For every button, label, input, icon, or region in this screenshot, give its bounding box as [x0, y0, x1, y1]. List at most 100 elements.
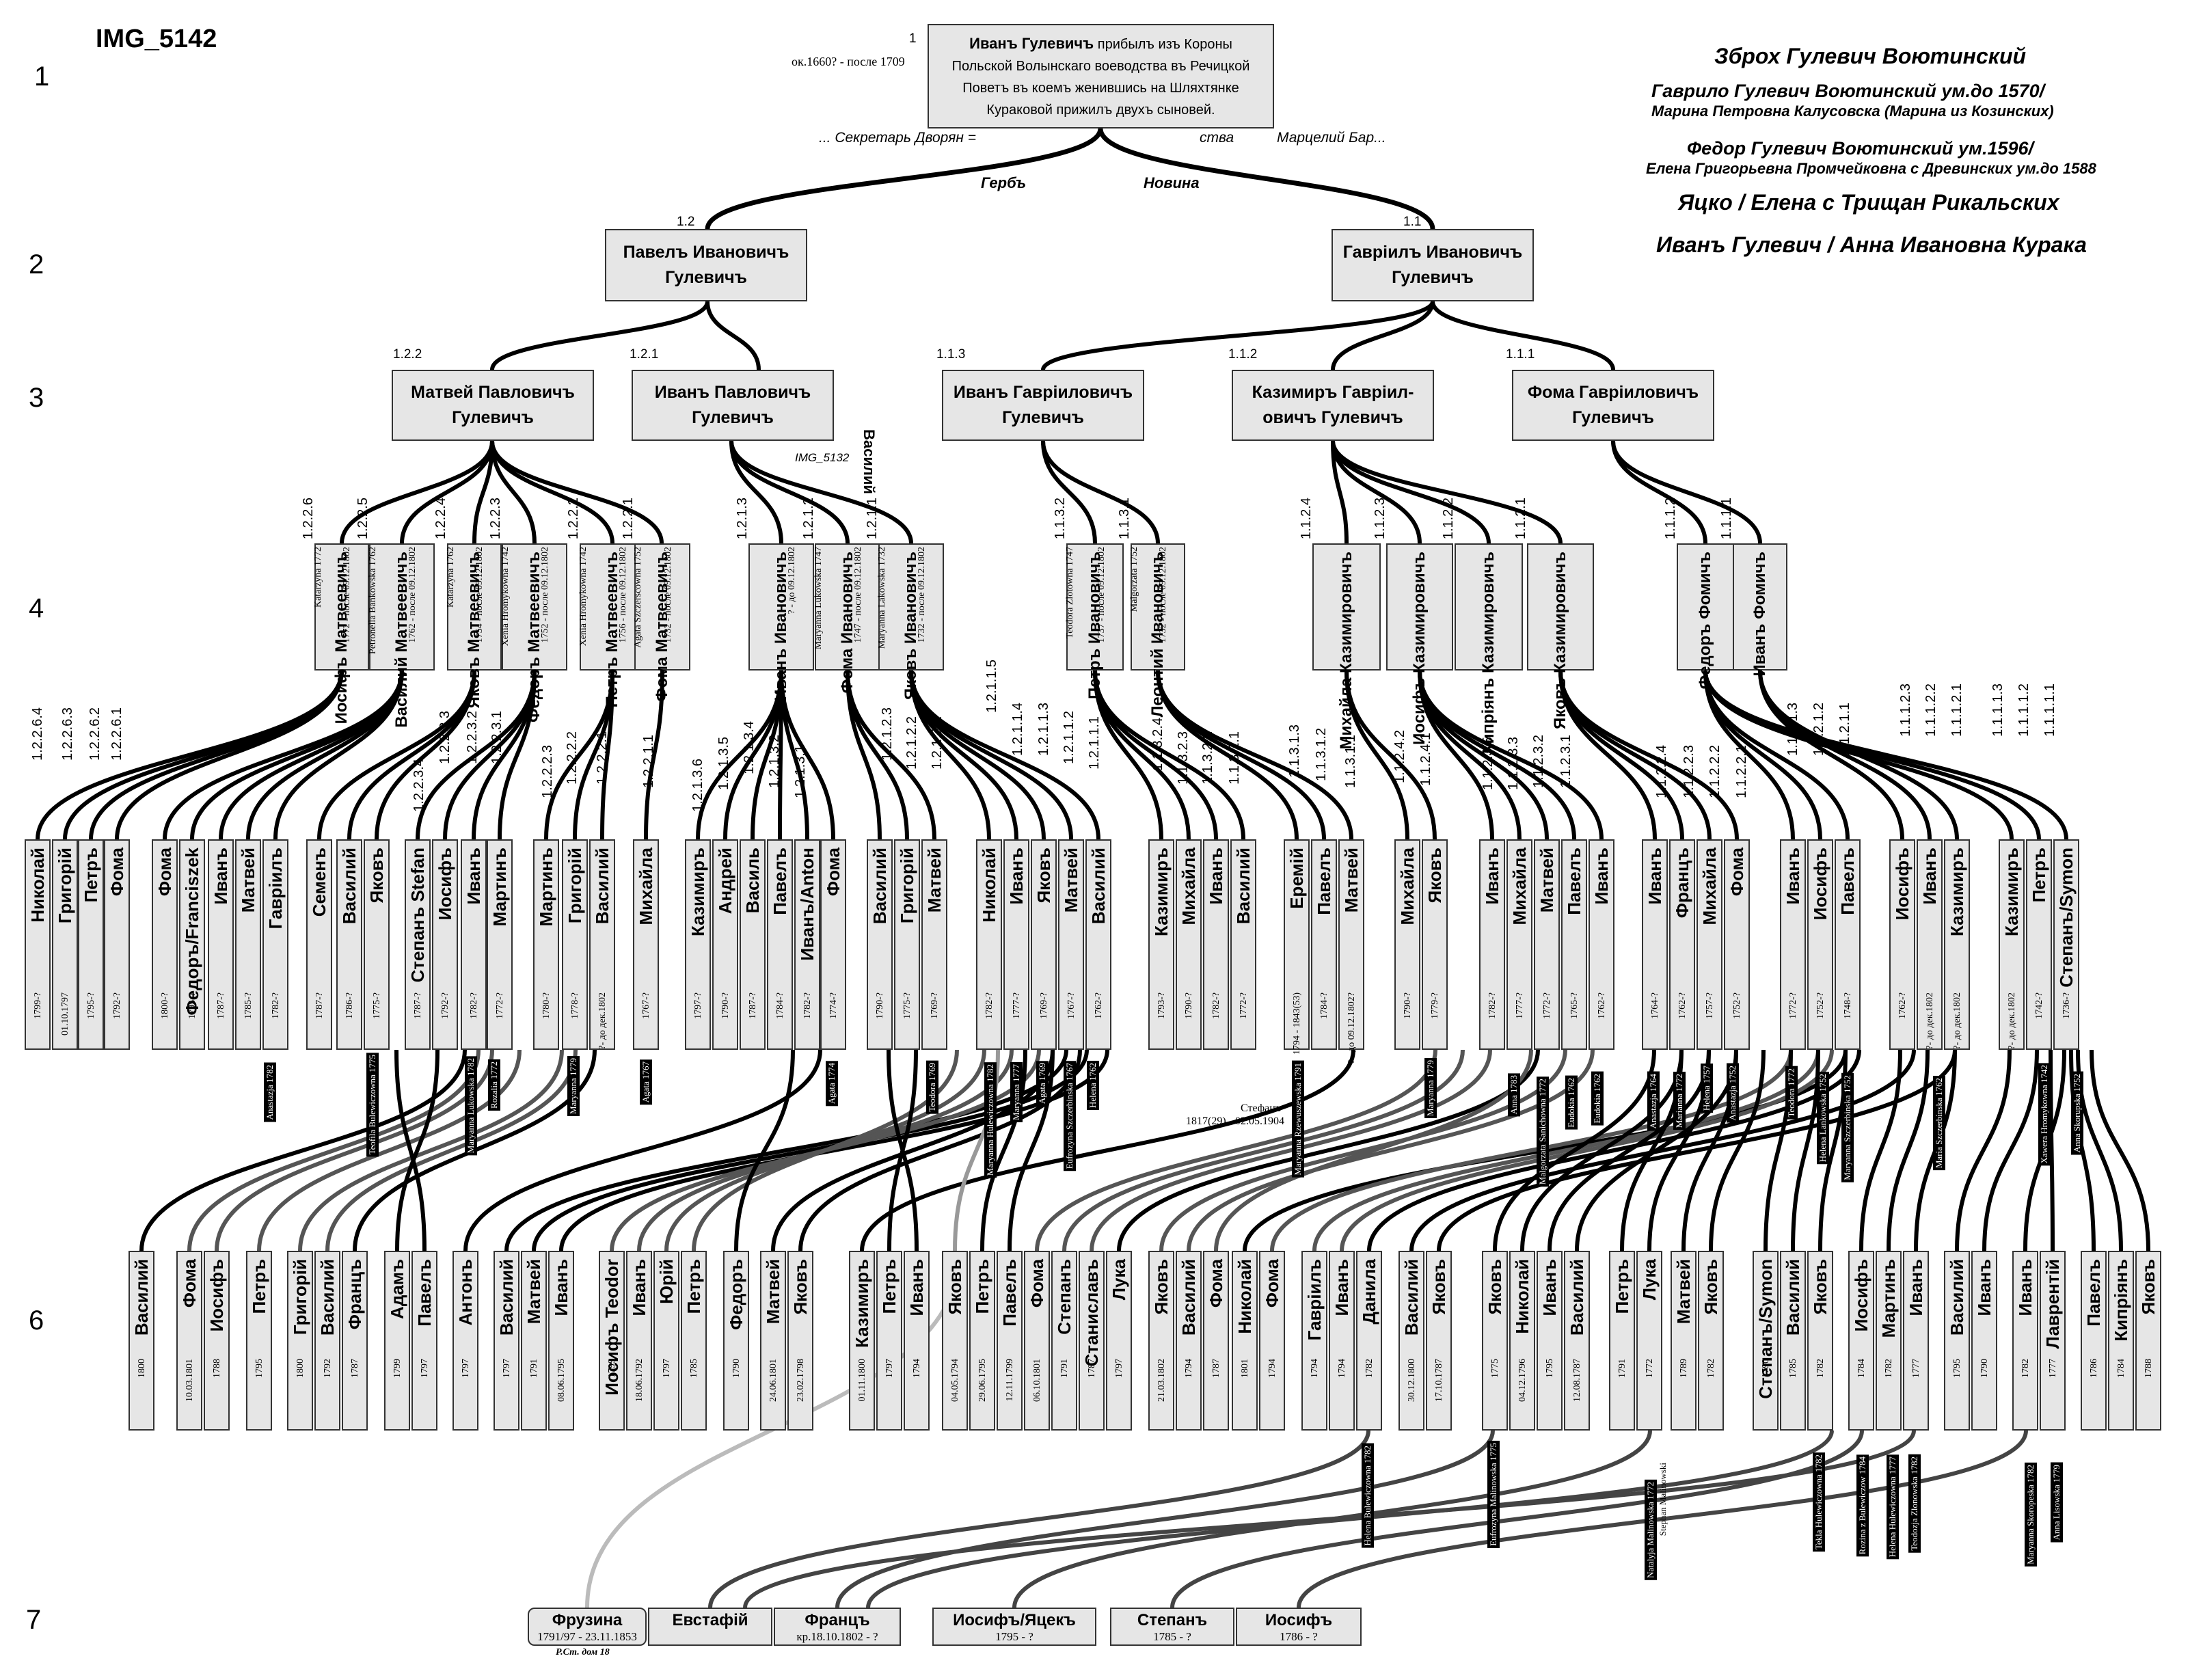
gen5-person-26[interactable]: Василий — [867, 839, 893, 1050]
gen5-person-36[interactable]: Иванъ — [1203, 839, 1229, 1050]
gen6-person-43[interactable]: Василий — [1564, 1251, 1590, 1431]
gen6-person-6[interactable]: Францъ — [342, 1251, 368, 1431]
gen6-person-12[interactable]: Иванъ — [548, 1251, 574, 1431]
gen6-person-26[interactable]: Фома — [1024, 1251, 1050, 1431]
gen5-person-7[interactable]: Матвей — [235, 839, 261, 1050]
gen6-person-33[interactable]: Николай — [1232, 1251, 1258, 1431]
gen5-person-42[interactable]: Яковъ — [1422, 839, 1448, 1050]
gen5-person-24[interactable]: Иванъ/Antoн — [794, 839, 820, 1050]
gen5-person-1[interactable]: Григорiй — [52, 839, 78, 1050]
gen5-person-52[interactable]: Иванъ — [1780, 839, 1806, 1050]
gen6-person-56[interactable]: Иванъ — [2012, 1251, 2038, 1431]
gen5-person-39[interactable]: Павелъ — [1311, 839, 1337, 1050]
gen5-person-48[interactable]: Иванъ — [1642, 839, 1668, 1050]
gen4-person-1[interactable]: Василий Матвеевичъ — [369, 543, 435, 728]
gen6-person-0[interactable]: Василий — [129, 1251, 154, 1431]
gen5-person-33[interactable]: Василий — [1085, 839, 1111, 1050]
gen6-person-39[interactable]: Яковъ — [1426, 1251, 1452, 1431]
gen4-person-0[interactable]: Иосифъ Матвеевичъ — [314, 543, 369, 724]
gen4-person-13[interactable]: Кипрiянъ Казимировичъ — [1455, 543, 1523, 754]
gen6-person-53[interactable]: Иванъ — [1903, 1251, 1929, 1431]
gen5-person-9[interactable]: Семенъ — [306, 839, 332, 1050]
gen4-person-10[interactable]: Леонтий Ивановичъ — [1131, 543, 1185, 717]
gen4-person-8[interactable]: Яковъ Ивановичъ — [878, 543, 944, 700]
gen5-person-41[interactable]: Михайла — [1394, 839, 1420, 1050]
gen5-person-8[interactable]: Гаврiилъ — [262, 839, 288, 1050]
gen4-person-7[interactable]: Фома Ивановичъ — [815, 543, 880, 693]
gen6-person-3[interactable]: Петръ — [246, 1251, 272, 1431]
gen5-person-38[interactable]: Еремiй — [1284, 839, 1310, 1050]
gen5-person-46[interactable]: Павелъ — [1561, 839, 1587, 1050]
gen6-person-7[interactable]: Адамъ — [384, 1251, 410, 1431]
gen5-person-12[interactable]: Степанъ Stefan — [405, 839, 431, 1050]
gen5-person-13[interactable]: Иосифъ — [432, 839, 458, 1050]
gen6-person-8[interactable]: Павелъ — [411, 1251, 437, 1431]
gen5-person-29[interactable]: Николай — [976, 839, 1002, 1050]
gen5-person-31[interactable]: Яковъ — [1031, 839, 1057, 1050]
gen6-person-48[interactable]: Степанъ/Symon — [1753, 1251, 1779, 1431]
gen6-person-49[interactable]: Василий — [1780, 1251, 1806, 1431]
gen5-person-54[interactable]: Павелъ — [1835, 839, 1861, 1050]
gen6-person-42[interactable]: Иванъ — [1537, 1251, 1563, 1431]
gen4-person-14[interactable]: Яковъ Казимировичъ — [1527, 543, 1594, 729]
gen6-person-58[interactable]: Павелъ — [2081, 1251, 2107, 1431]
gen5-person-16[interactable]: Мартинъ — [533, 839, 559, 1050]
gen4-person-11[interactable]: Михайла Казимировичъ — [1312, 543, 1381, 750]
gen6-person-52[interactable]: Мартинъ — [1876, 1251, 1902, 1431]
gen5-person-5[interactable]: Федоръ/Franciszek — [179, 839, 205, 1050]
gen6-person-27[interactable]: Степанъ — [1051, 1251, 1077, 1431]
gen5-person-19[interactable]: Михайла — [633, 839, 659, 1050]
gen6-person-34[interactable]: Фома — [1259, 1251, 1285, 1431]
gen6-person-15[interactable]: Юрiй — [653, 1251, 679, 1431]
gen6-person-46[interactable]: Матвей — [1671, 1251, 1697, 1431]
gen5-person-25[interactable]: Фома — [820, 839, 846, 1050]
gen6-person-18[interactable]: Матвей — [760, 1251, 786, 1431]
gen5-person-44[interactable]: Михайла — [1506, 839, 1532, 1050]
gen4-person-5[interactable]: Фома Матвеевичъ — [634, 543, 690, 702]
gen6-person-41[interactable]: Николай — [1509, 1251, 1535, 1431]
gen5-person-58[interactable]: Казимиръ — [1999, 839, 2025, 1050]
gen3-person-3[interactable]: Казимиръ Гаврiил-овичъ Гулевичъ — [1232, 370, 1434, 441]
gen6-person-44[interactable]: Петръ — [1609, 1251, 1635, 1431]
gen6-person-17[interactable]: Федоръ — [723, 1251, 749, 1431]
gen6-person-14[interactable]: Иванъ — [626, 1251, 652, 1431]
gen6-person-20[interactable]: Казимиръ — [849, 1251, 875, 1431]
gen6-person-21[interactable]: Петръ — [876, 1251, 902, 1431]
gen5-person-0[interactable]: Николай — [25, 839, 51, 1050]
gen5-person-37[interactable]: Василий — [1230, 839, 1256, 1050]
gen5-person-3[interactable]: Фома — [104, 839, 130, 1050]
gen4-person-2[interactable]: Яковъ Матвеевичъ — [447, 543, 502, 708]
gen5-person-27[interactable]: Григорiй — [894, 839, 920, 1050]
gen6-person-51[interactable]: Иосифъ — [1848, 1251, 1874, 1431]
gen5-person-22[interactable]: Василь — [740, 839, 766, 1050]
gen5-person-59[interactable]: Петръ — [2026, 839, 2052, 1050]
gen6-person-1[interactable]: Фома — [176, 1251, 202, 1431]
gen5-person-45[interactable]: Матвей — [1534, 839, 1560, 1050]
gen6-person-16[interactable]: Петръ — [681, 1251, 707, 1431]
gen5-person-32[interactable]: Матвей — [1058, 839, 1084, 1050]
gen5-person-60[interactable]: Степанъ/Symon — [2053, 839, 2079, 1050]
gen5-person-28[interactable]: Матвей — [921, 839, 947, 1050]
gen6-person-60[interactable]: Яковъ — [2135, 1251, 2161, 1431]
gen5-person-40[interactable]: Матвей — [1338, 839, 1364, 1050]
gen5-person-23[interactable]: Павелъ — [767, 839, 793, 1050]
gen6-person-19[interactable]: Яковъ — [787, 1251, 813, 1431]
gen5-person-56[interactable]: Иванъ — [1917, 839, 1943, 1050]
gen6-person-31[interactable]: Василий — [1176, 1251, 1202, 1431]
gen4-person-16[interactable]: Иванъ Фомичъ — [1733, 543, 1787, 676]
gen5-person-21[interactable]: Андрей — [712, 839, 738, 1050]
gen6-person-37[interactable]: Данила — [1356, 1251, 1382, 1431]
gen5-person-30[interactable]: Иванъ — [1003, 839, 1029, 1050]
gen5-person-50[interactable]: Михайла — [1697, 839, 1722, 1050]
gen5-person-10[interactable]: Василий — [336, 839, 362, 1050]
gen6-person-9[interactable]: Антонъ — [452, 1251, 478, 1431]
gen6-person-35[interactable]: Гаврiилъ — [1301, 1251, 1327, 1431]
gen5-person-4[interactable]: Фома — [152, 839, 178, 1050]
gen5-person-15[interactable]: Мартинъ — [487, 839, 513, 1050]
